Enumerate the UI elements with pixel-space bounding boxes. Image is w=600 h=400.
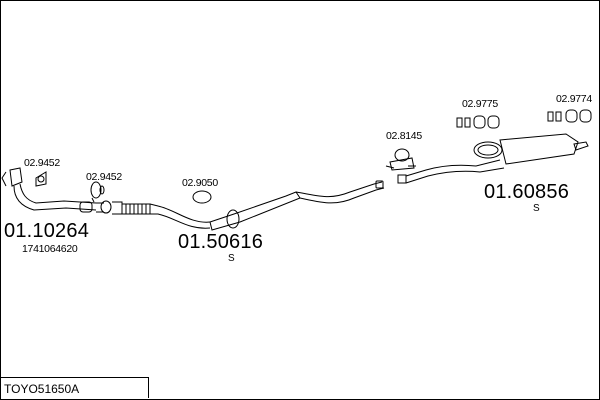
part-number-front-pipe: 01.10264 [4, 220, 90, 242]
middle-silencer-drawing [209, 180, 385, 231]
suffix-rear-silencer: S [533, 203, 540, 214]
ring-mid-drawing [192, 190, 212, 204]
footer-code: TOYO51650A [4, 382, 80, 396]
bracket-mid-drawing [385, 148, 416, 171]
part-number-middle-silencer: 01.50616 [178, 231, 264, 253]
label-ring-mid: 02.9050 [182, 177, 218, 189]
rubber-rear-1-drawing [456, 115, 500, 129]
label-gasket-mid: 02.9452 [86, 171, 122, 183]
gasket-front-drawing [35, 171, 47, 187]
rubber-rear-2-drawing [547, 109, 592, 123]
label-rubber-rear-2: 02.9774 [556, 93, 592, 105]
gasket-mid-drawing [90, 181, 105, 203]
label-gasket-front: 02.9452 [24, 157, 60, 169]
rear-silencer-drawing [397, 133, 589, 184]
suffix-middle-silencer: S [228, 253, 235, 264]
label-rubber-rear-1: 02.9775 [462, 98, 498, 110]
oem-number-front-pipe: 1741064620 [22, 243, 78, 255]
footer-code-box: TOYO51650A [0, 377, 149, 398]
label-bracket-mid: 02.8145 [386, 130, 422, 142]
part-number-rear-silencer: 01.60856 [484, 181, 570, 203]
front-pipe-drawing [1, 167, 211, 229]
